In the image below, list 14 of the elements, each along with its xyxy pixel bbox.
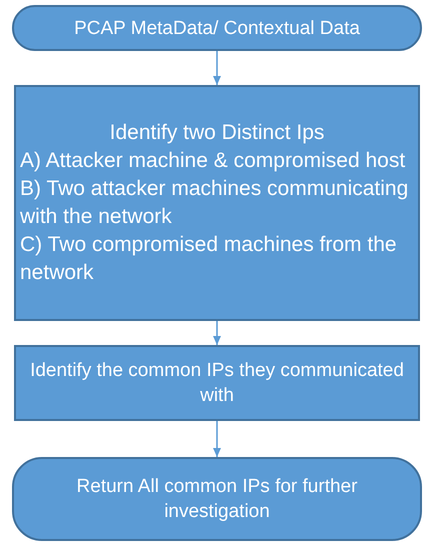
node-label: Identify the common IPs they communicated with: [29, 359, 405, 408]
node-label: PCAP MetaData/ Contextual Data: [73, 16, 361, 40]
arrow: [213, 421, 221, 457]
node-text: A) Attacker machine & compromised host: [20, 148, 406, 174]
terminator-shape: [12, 457, 422, 541]
node-text: B) Two attacker machines communicating with the network: [20, 176, 410, 230]
process-box: [14, 85, 420, 321]
process-box: [14, 345, 420, 421]
arrow: [213, 51, 221, 85]
node-label: Return All common IPs for further investigation: [76, 475, 358, 524]
node-label: Identify two Distinct Ips: [108, 120, 326, 146]
node-text: C) Two compromised machines from the network: [20, 232, 398, 286]
terminator-shape: [12, 5, 422, 51]
arrow: [213, 321, 221, 345]
